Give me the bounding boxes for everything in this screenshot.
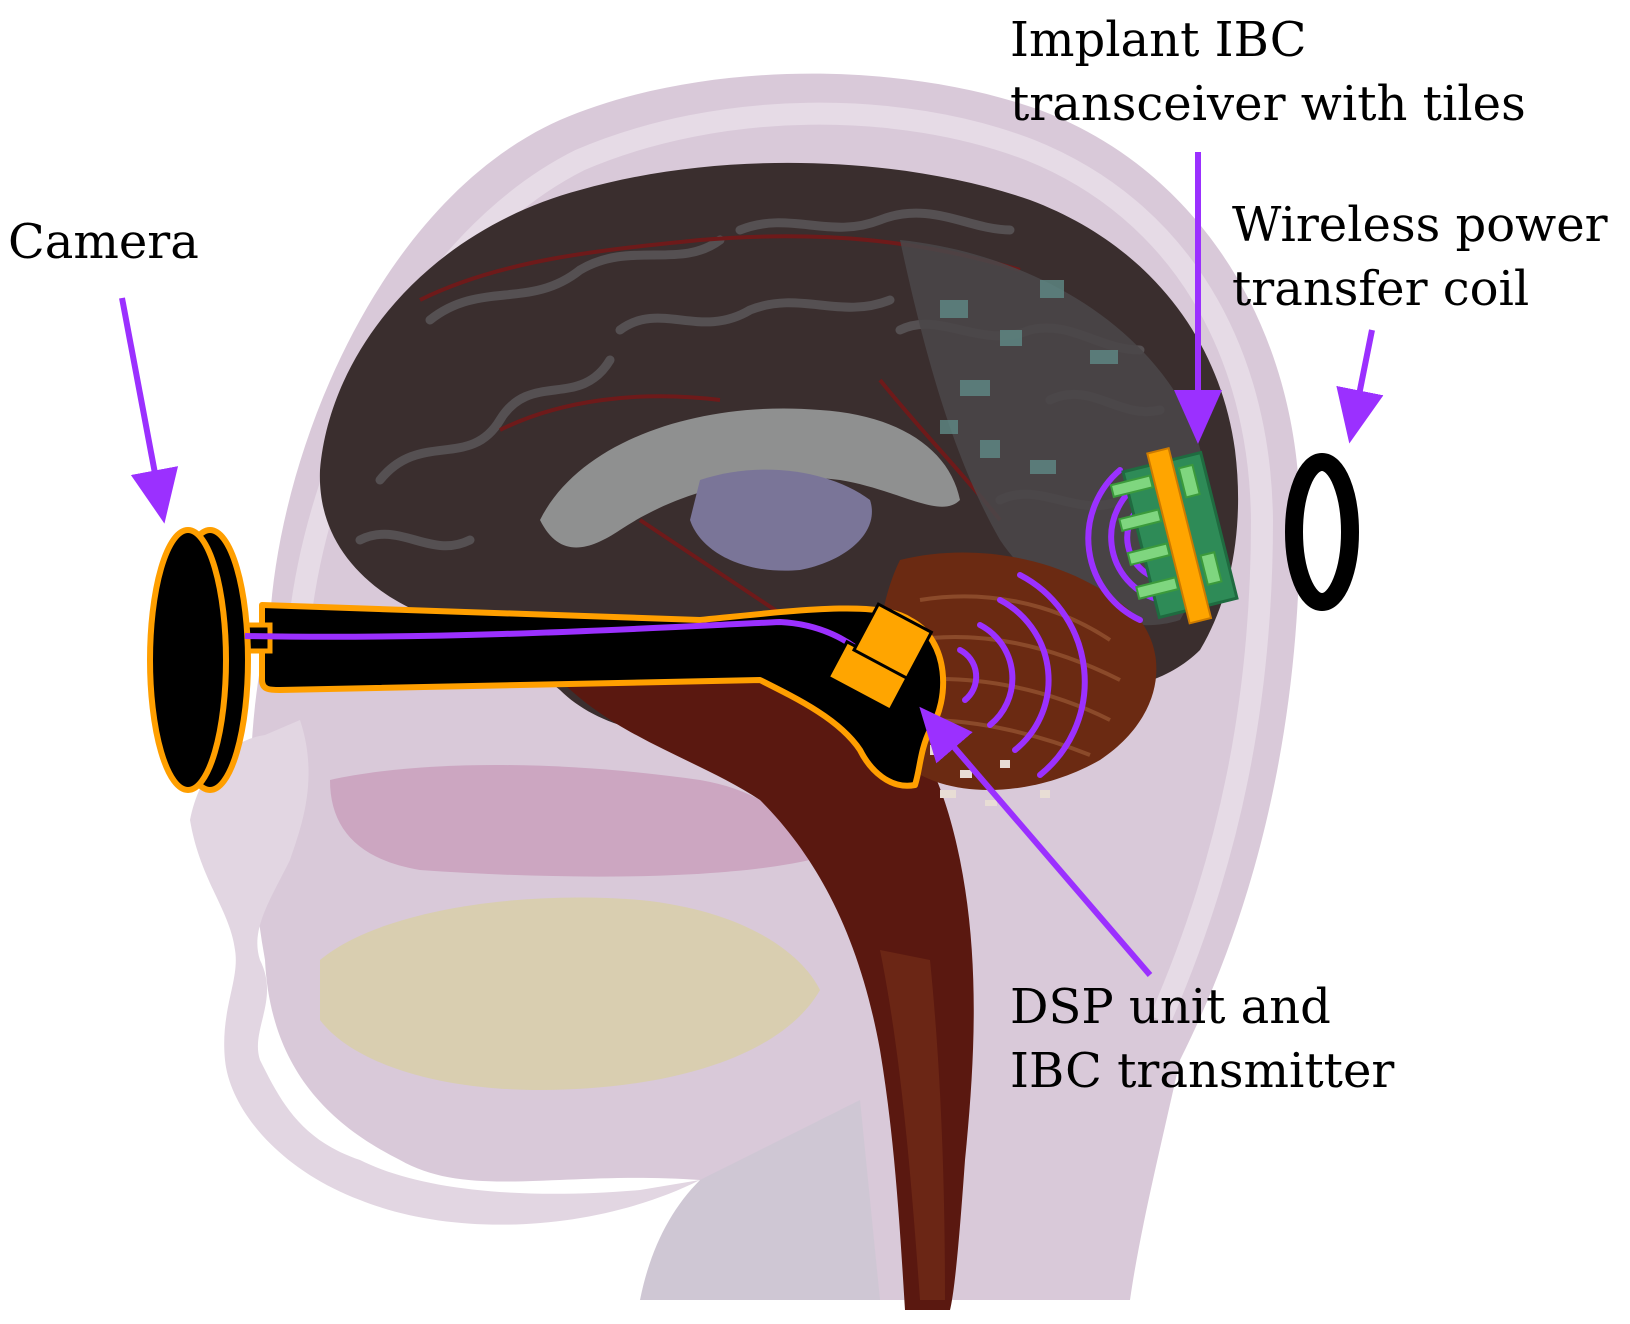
occipital-speckle [940,280,1118,474]
spinal-cord [880,950,945,1300]
neck-region [640,1100,880,1300]
dsp-label-line-2: IBC transmitter [1010,1043,1395,1099]
brainstem [560,649,974,1310]
nasal-region [330,765,810,877]
implant-label-line-1: Implant IBC [1010,12,1307,68]
implant-transceiver [1109,446,1239,625]
arrow-wireless-power [1336,329,1384,444]
implant-label: Implant IBC transceiver with tiles [1010,8,1526,136]
dsp-label-line-1: DSP unit and [1010,979,1331,1035]
implant-tiles [1109,463,1223,600]
implant-label-line-2: transceiver with tiles [1010,76,1526,132]
camera-label: Camera [8,210,199,274]
signal-waves-dsp [957,572,1088,778]
dsp-unit [826,602,934,713]
implant-bar [1146,446,1213,625]
dsp-label: DSP unit and IBC transmitter [1010,975,1394,1103]
arrow-dsp [919,706,1153,977]
wireless-power-coil [1285,453,1359,611]
mouth-tongue-region [320,897,820,1090]
thalamus-region [690,469,872,571]
face-region [190,720,700,1225]
wireless-power-label-line-1: Wireless power [1232,197,1608,253]
wireless-power-label-line-2: transfer coil [1232,261,1530,317]
callout-arrows [119,152,1384,977]
camera-lens-front [147,527,229,793]
wireless-power-label: Wireless power transfer coil [1232,193,1608,321]
arrow-camera [119,297,179,524]
camera-label-line-1: Camera [8,214,199,270]
signal-wire [244,618,873,663]
dsp-chip [851,602,934,681]
